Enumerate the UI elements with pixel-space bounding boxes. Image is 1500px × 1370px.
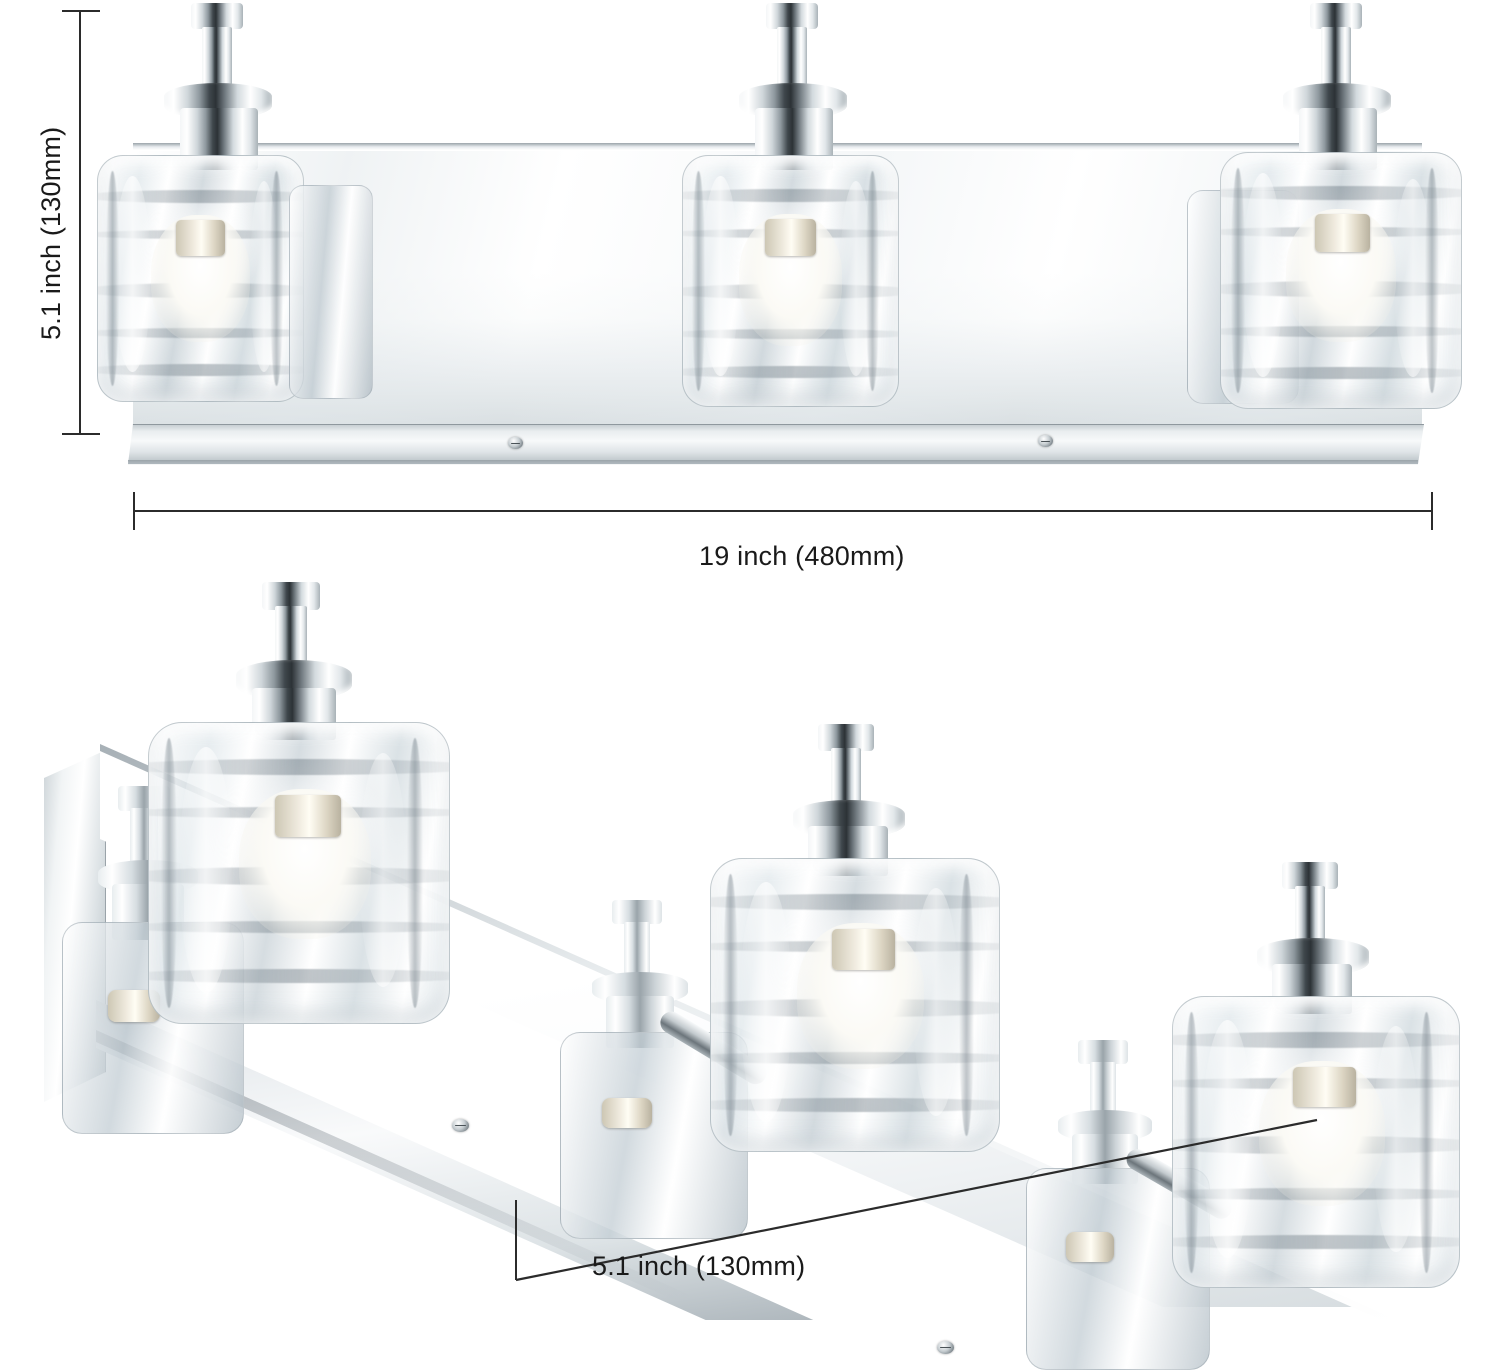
bulb-socket — [1314, 214, 1370, 253]
stem-knob-cap — [818, 724, 874, 751]
lamp-assembly-1 — [62, 570, 520, 1134]
stem-shaft — [831, 748, 861, 808]
lamp-assembly-2 — [560, 710, 1000, 1270]
backplate-bottom-rail — [128, 424, 1424, 464]
height-dimension-label: 5.1 inch (130mm) — [36, 126, 66, 340]
bulb-socket — [764, 218, 817, 256]
bulb-socket — [602, 1098, 652, 1128]
mounting-screw — [508, 437, 523, 449]
lamp-assembly-2 — [660, 0, 960, 440]
bulb-socket — [1293, 1066, 1357, 1108]
height-dimension-line — [79, 10, 81, 435]
rear-stem-shaft — [624, 922, 650, 978]
stem-knob-cap — [1310, 3, 1362, 29]
backplate-bottom-shadow — [128, 460, 1418, 465]
stem-shaft — [777, 27, 807, 89]
stem-knob-cap — [191, 3, 243, 29]
depth-dimension-label: 5.1 inch (130mm) — [592, 1251, 806, 1281]
glass-cube-shade — [97, 155, 304, 402]
bulb-socket — [1066, 1232, 1114, 1262]
depth-dimension-bracket — [515, 1200, 517, 1280]
glass-cube-shade — [1172, 996, 1460, 1288]
front-elevation-view — [0, 0, 1500, 500]
rear-stem-knob-cap — [1078, 1040, 1128, 1064]
stem-knob-cap — [766, 3, 818, 29]
rear-stem-knob-cap — [612, 900, 662, 924]
stem-knob-cap — [1282, 862, 1338, 889]
glass-cube-shade — [148, 722, 450, 1024]
stem-shaft — [202, 27, 232, 89]
lamp-assembly-3 — [1020, 850, 1460, 1370]
angled-perspective-view — [0, 560, 1500, 1370]
height-dimension-cap-bottom — [62, 433, 100, 435]
width-dimension-line — [133, 510, 1433, 512]
bulb-socket — [175, 219, 226, 257]
lamp-assembly-3 — [1185, 0, 1500, 440]
stem-shaft — [275, 606, 307, 668]
bulb-socket — [831, 929, 896, 970]
mounting-screw — [452, 1119, 469, 1132]
glass-cube-shade — [1220, 152, 1462, 409]
stem-knob-cap — [262, 582, 320, 610]
stem-shaft — [1321, 27, 1351, 89]
bulb-socket — [275, 795, 341, 837]
width-dimension-label: 19 inch (480mm) — [699, 541, 905, 571]
stem-shaft — [1295, 886, 1325, 946]
glass-cube-side-face — [289, 185, 373, 399]
mounting-screw — [1038, 435, 1053, 447]
glass-cube-shade — [710, 858, 1000, 1152]
rear-stem-shaft — [1090, 1062, 1116, 1116]
height-dimension-cap-top — [62, 10, 100, 12]
width-dimension-cap-right — [1431, 492, 1433, 530]
glass-cube-shade — [682, 155, 899, 407]
depth-dimension-leader — [515, 1118, 1318, 1282]
lamp-assembly-1 — [85, 0, 385, 440]
mounting-screw — [937, 1341, 954, 1354]
glass-texture — [1173, 997, 1459, 1287]
